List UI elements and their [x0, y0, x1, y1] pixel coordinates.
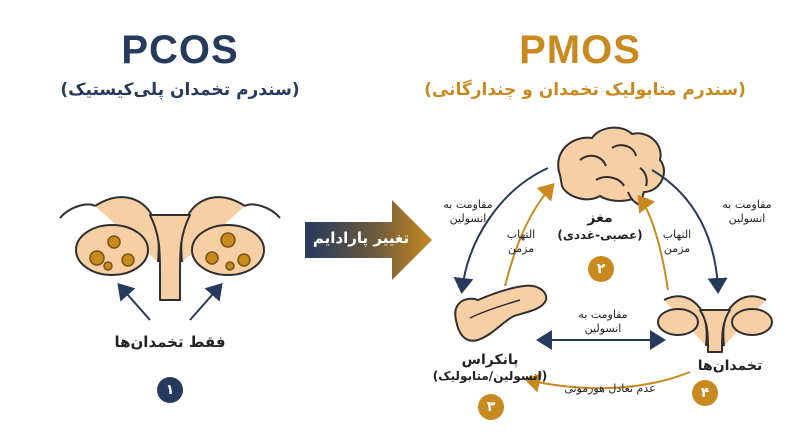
ovary-cysts — [89, 232, 251, 271]
badge-1: ۱ — [157, 377, 183, 403]
pancreas-sublabel: (انسولین/متابولیک) — [432, 369, 548, 383]
badge-4: ۴ — [692, 380, 718, 406]
badge-3: ۳ — [478, 394, 504, 420]
pancreas-label: پانکراس — [461, 352, 519, 368]
small-uterus-illustration — [657, 295, 773, 353]
edge-ovaries-brain-inner — [637, 194, 669, 291]
edge-ovaries-pancreas-gold — [524, 371, 691, 393]
edge-brain-ovaries-outer — [651, 169, 728, 294]
pointer-arrow-left — [117, 283, 151, 321]
ovaries-label: تخمدان‌ها — [697, 358, 763, 374]
ovaries-only-label: فقط تخمدان‌ها — [114, 333, 226, 351]
brain-label: مغز — [587, 210, 613, 226]
paradigm-shift-arrow — [305, 200, 432, 280]
edge-pancreas-brain-inner — [504, 183, 555, 287]
edge-label-bottom-below: عدم تعادل هورمونی — [564, 382, 656, 395]
brain-sublabel: (عصبی-غددی) — [557, 228, 643, 242]
pmos-title: PMOS — [519, 28, 641, 72]
paradigm-shift-label: تغییر پارادایم — [312, 229, 410, 247]
pmos-subtitle: (سندرم متابولیک تخمدان و چندارگانی) — [424, 80, 746, 100]
badge-2: ۲ — [588, 256, 614, 282]
pancreas-illustration — [454, 284, 548, 342]
pointer-arrow-right — [189, 283, 223, 321]
pcos-title: PCOS — [121, 28, 239, 72]
pcos-subtitle: (سندرم تخمدان پلی‌کیستیک) — [60, 80, 300, 100]
brain-illustration — [557, 126, 665, 208]
edge-brain-pancreas-outer — [453, 167, 549, 294]
uterus-ovaries-illustration — [59, 196, 281, 301]
